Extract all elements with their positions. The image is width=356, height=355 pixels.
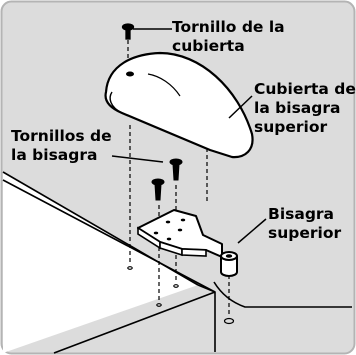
label-cover-screw: Tornillo de la cubierta (172, 18, 285, 55)
upper-hinge (137, 209, 238, 277)
hinge-screws (151, 158, 183, 201)
label-upper-hinge: Bisagra superior (268, 205, 342, 242)
cover-screw (121, 23, 135, 40)
label-hinge-screws: Tornillos de la bisagra (11, 127, 112, 164)
label-hinge-cover: Cubierta de la bisagra superior (254, 80, 356, 136)
hinge-cover (104, 51, 254, 159)
leader-lines (111, 28, 267, 244)
mounting-holes (127, 266, 235, 325)
